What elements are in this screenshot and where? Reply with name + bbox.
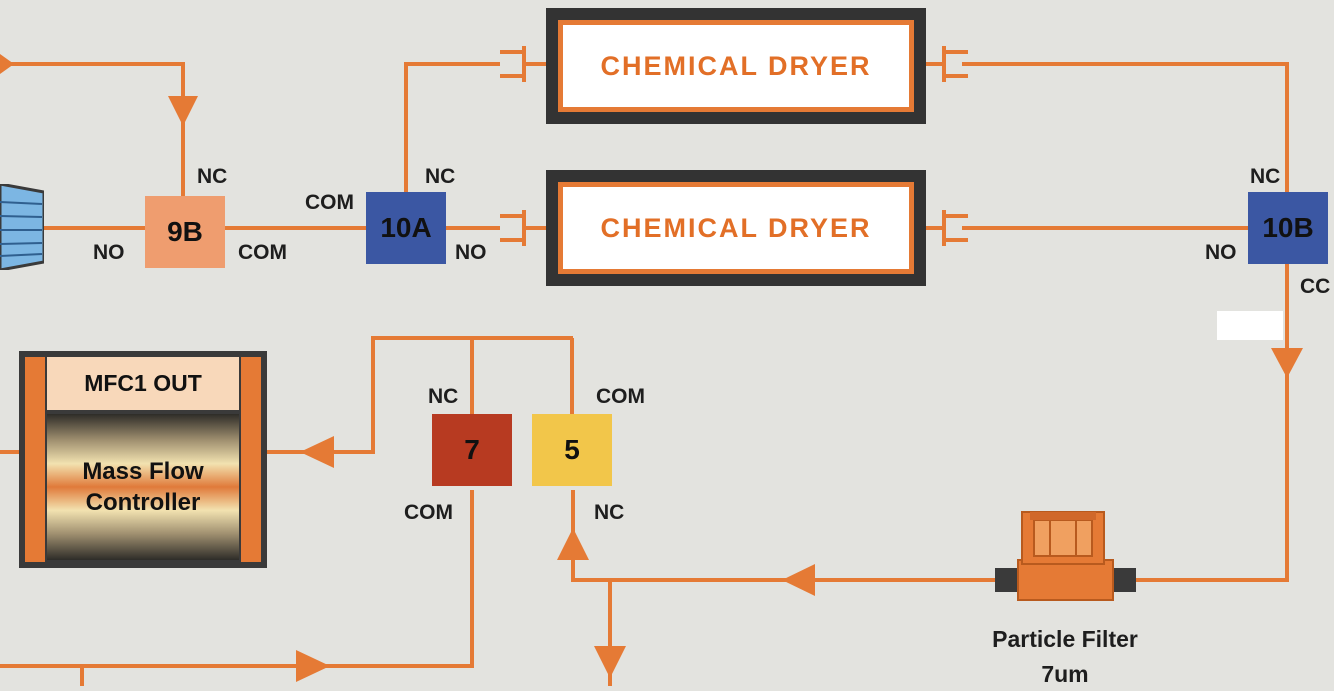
valve-10a[interactable]: 10A [366, 192, 446, 264]
left-cutoff-block [0, 184, 44, 270]
fork-top-right [922, 46, 968, 82]
chemical-dryer-top: CHEMICAL DRYER [546, 8, 926, 124]
port-9b-no: NO [93, 242, 125, 263]
pipe-inlet-to-9b [0, 64, 183, 196]
valve-9b[interactable]: 9B [145, 196, 225, 268]
fork-top-left [500, 46, 548, 82]
port-5-nc: NC [594, 502, 624, 523]
mfc-left-side [25, 357, 45, 562]
port-10b-no: NO [1205, 242, 1237, 263]
mfc-out-label: MFC1 OUT [47, 357, 239, 410]
pipe-filter-to-5 [573, 490, 995, 580]
port-9b-nc: NC [197, 166, 227, 187]
arrow-down-branch [594, 646, 626, 678]
pipe-valves-to-mfc [267, 338, 573, 452]
arrow-down-10b [1271, 348, 1303, 378]
chemical-dryer-bottom: CHEMICAL DRYER [546, 170, 926, 286]
valve-10b[interactable]: 10B [1248, 192, 1328, 264]
valve-7[interactable]: 7 [432, 414, 512, 486]
port-7-com: COM [404, 502, 453, 523]
port-10a-nc: NC [425, 166, 455, 187]
mfc-body-line2: Controller [82, 487, 203, 518]
chemical-dryer-bottom-label: CHEMICAL DRYER [563, 187, 909, 269]
arrow-right-bottom [296, 650, 330, 682]
fork-bottom-right [922, 210, 968, 246]
chemical-dryer-top-label: CHEMICAL DRYER [563, 25, 909, 107]
mfc-right-side [241, 357, 261, 562]
port-9b-com: COM [238, 242, 287, 263]
particle-filter-icon [995, 512, 1136, 600]
blank-note [1217, 311, 1283, 340]
particle-filter-label: Particle Filter 7um [945, 622, 1185, 691]
arrow-right-inlet [0, 54, 14, 74]
port-10a-com: COM [305, 192, 354, 213]
fork-bottom-left [500, 210, 548, 246]
arrow-left-mfc [300, 436, 334, 468]
mfc-body: Mass Flow Controller [47, 414, 239, 560]
port-10b-com: CC [1300, 276, 1330, 297]
port-10a-no: NO [455, 242, 487, 263]
mfc-body-line1: Mass Flow [82, 456, 203, 487]
particle-filter-line1: Particle Filter [945, 622, 1185, 657]
valve-5[interactable]: 5 [532, 414, 612, 486]
pipe-top-dryer-to-10b [962, 64, 1287, 192]
port-10b-nc: NC [1250, 166, 1280, 187]
arrow-down-9b [168, 96, 198, 126]
arrow-up-5 [557, 528, 589, 560]
port-5-com: COM [596, 386, 645, 407]
mass-flow-controller: MFC1 OUT Mass Flow Controller [19, 351, 267, 568]
arrow-left-filter [782, 564, 815, 596]
port-7-nc: NC [428, 386, 458, 407]
